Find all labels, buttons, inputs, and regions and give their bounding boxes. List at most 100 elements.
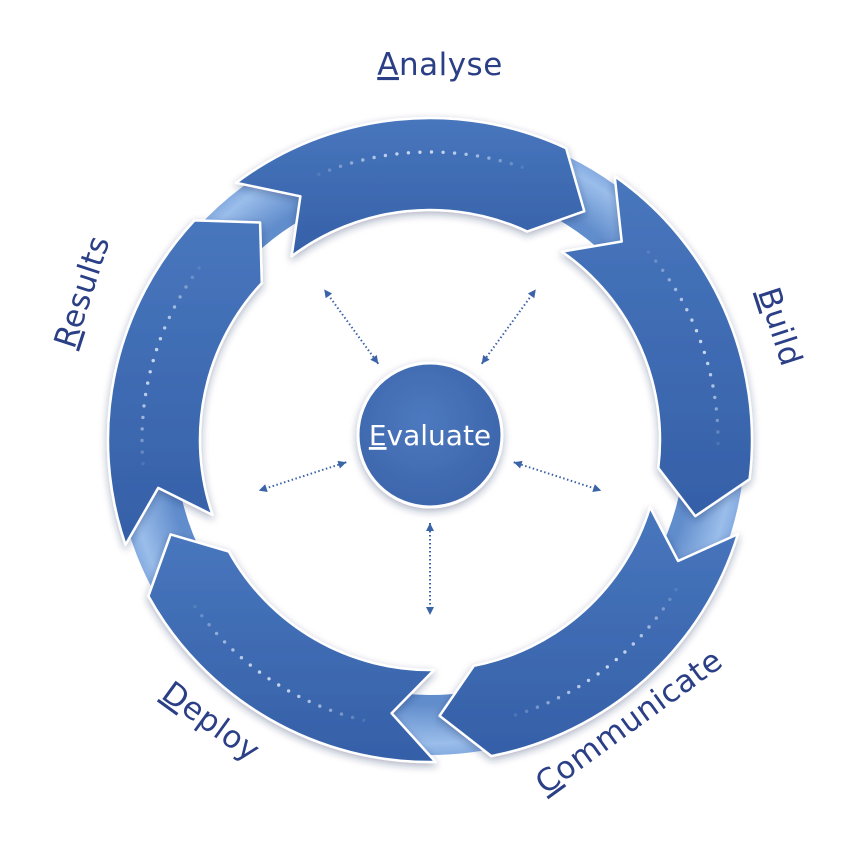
segment-dot [475,154,480,158]
stage-label-build: Build [750,283,809,371]
connector-arrowhead [592,484,602,492]
segment-dot [614,657,618,662]
segment-dot [141,415,145,420]
segment-dot [193,604,197,609]
segment-dot [674,587,678,592]
segment-dot [383,153,388,158]
segment-dot [143,392,148,397]
segment-dot [716,430,720,434]
segment-dot [142,404,146,408]
segment-dot [248,663,252,667]
connector-line [480,288,537,365]
segment-dot [567,690,571,695]
segment-dot-trails [140,150,720,722]
segment-dot [140,438,144,443]
connector-arrowhead [258,484,268,492]
segment-dot [487,156,491,160]
segment-dot [148,370,152,374]
segment-dot [706,361,710,366]
segment-dot [146,381,150,385]
center-label: Evaluate [369,419,491,452]
segment-dot [239,656,244,660]
segment-dot [524,709,529,713]
connector-arrowhead [513,460,523,469]
segment-dot [140,450,144,454]
segment-dot [586,678,591,683]
segment-dot [167,315,172,320]
cycle-segments [106,116,754,764]
segment-dot [140,427,144,431]
connector-arrowhead [426,607,434,615]
segment-dot [231,648,235,652]
segment-dot [339,712,344,716]
segment-dot [178,295,182,299]
segment-dot [214,631,219,636]
center-connectors [258,288,602,615]
segment-dot [395,152,399,156]
segment-dot [362,718,366,722]
segment-dot [673,287,678,292]
segment-dot [715,418,719,423]
segment-dot [328,708,333,712]
segment-dot [441,150,445,154]
segment-dot [596,672,600,676]
center-circle [356,361,504,509]
segment-dot [267,677,271,681]
segment-dot [222,640,227,644]
connector-arrowhead [324,289,333,299]
connector-arrowhead [337,460,347,469]
connector-arrowhead [527,289,536,299]
segment-dot [297,694,301,699]
segment-dot [556,696,561,700]
segment-dot [713,395,717,400]
stage-label-analyse: Analyse [377,47,503,83]
segment-dot [509,162,513,166]
center-label-initial: E [369,419,387,452]
segment-dot [372,155,376,160]
segment-dot [654,616,658,620]
segment-dot [647,625,651,629]
segment-dot [429,150,434,154]
segment-dot [452,151,457,155]
segment-dot [708,373,713,377]
segment-deploy [147,533,437,764]
stage-rest: uild [757,304,809,371]
segment-dot [711,384,715,388]
connector-line [323,288,380,365]
segment-dot [141,461,145,466]
segment-dot [685,308,689,312]
segment-dot [338,164,343,168]
stage-initial: A [377,47,399,83]
segment-dot [318,704,322,708]
segment-dot [361,158,365,162]
segment-dot [317,172,321,176]
segment-dot [350,715,355,720]
segment-communicate [438,505,740,758]
stage-label-results: Results [48,231,118,352]
segment-dot [327,168,332,172]
segment-dot [307,699,311,704]
segment-dot [690,318,694,322]
segment-dot [535,705,540,709]
segment-dot [577,684,581,689]
segment-dot [418,150,422,154]
segment-dot [546,701,550,705]
stage-rest: esults [54,231,118,332]
segment-dot [694,329,699,333]
segment-dot [257,670,262,674]
segment-dot [406,151,411,155]
connector-arrowhead [426,523,434,531]
segment-dot [349,161,354,165]
segment-dot [605,665,609,669]
segment-dot [197,266,201,270]
segment-dot [277,683,281,687]
segment-dot [631,642,635,646]
segment-dot [668,597,672,602]
segment-dot [654,259,658,263]
segment-dot [661,607,665,611]
segment-dot [184,285,188,289]
segment-dot [698,339,703,344]
segment-dot [207,623,211,627]
segment-dot [513,713,518,717]
